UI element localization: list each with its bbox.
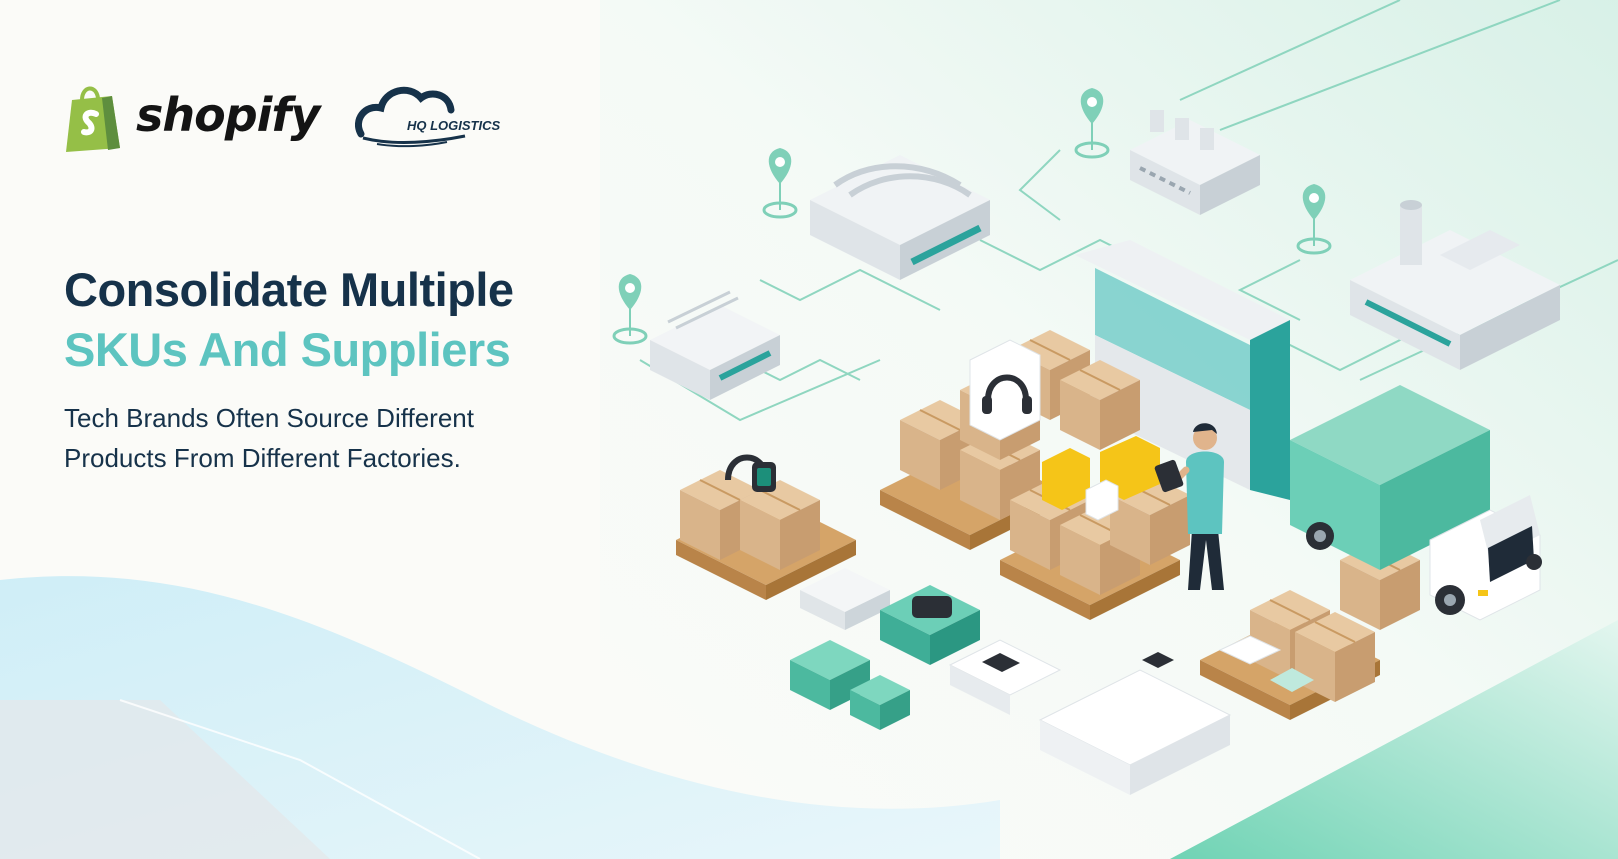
factory-icon [1130,110,1260,215]
headline-line-2: SKUs And Suppliers [64,323,511,376]
cardboard-box-stack [1000,436,1191,620]
headline: Consolidate Multiple SKUs And Suppliers [64,262,604,382]
smartwatch-icon [912,596,952,618]
hq-logistics-logo: HQ LOGISTICS [355,80,515,150]
factory-icon [650,290,780,400]
loading-dock-icon [1075,240,1290,500]
headphones-icon [969,339,1041,441]
delivery-truck-icon [1290,385,1542,621]
location-pin-icon [612,272,648,345]
factory-icon [1350,200,1560,370]
cloud-icon [355,86,466,148]
cardboard-box-stack [1200,539,1421,720]
mint-floor-corner [1170,620,1618,859]
cardboard-box-stack [676,454,856,600]
subtitle-line-1: Tech Brands Often Source Different [64,403,474,433]
shopify-logo: shopify [62,78,320,158]
warehouse-icon [810,155,990,280]
subtitle: Tech Brands Often Source Different Produ… [64,398,584,478]
location-pin-icon [762,146,798,219]
product-boxes [790,568,1232,795]
worker-with-tablet-icon [1154,423,1224,590]
location-pin-icon [1074,86,1110,159]
location-pin-icon [1296,182,1332,255]
subtitle-line-2: Products From Different Factories. [64,443,461,473]
shopping-bag-icon [66,86,120,152]
headline-line-1: Consolidate Multiple [64,263,514,316]
shopify-wordmark: shopify [136,88,320,142]
hq-logistics-wordmark: HQ LOGISTICS [407,118,501,133]
